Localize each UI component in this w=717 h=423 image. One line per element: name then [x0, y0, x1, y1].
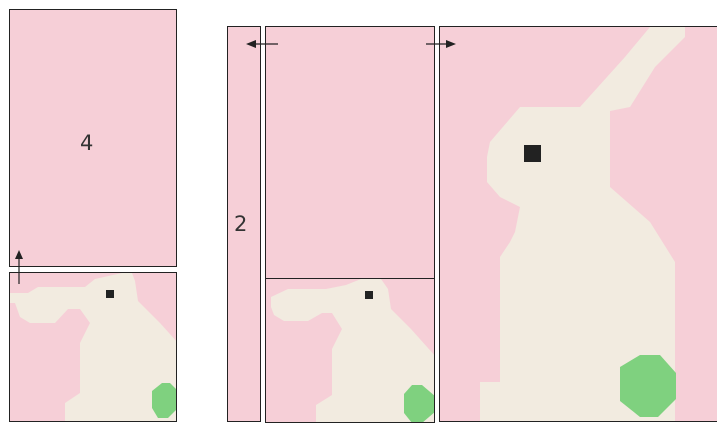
arrow-right-icon — [426, 40, 456, 48]
arrow-up-icon — [15, 250, 23, 284]
arrow-left-icon — [246, 40, 278, 48]
